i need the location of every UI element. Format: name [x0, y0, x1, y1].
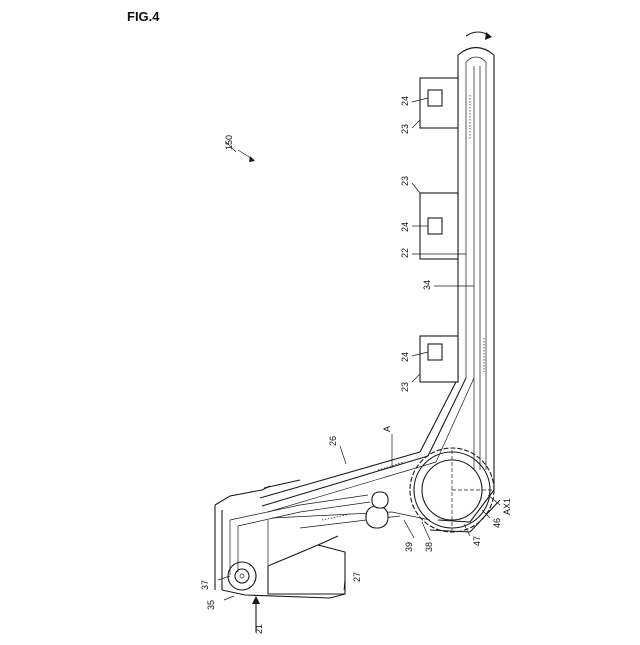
ref-27: 27 [352, 572, 362, 582]
tension-roller [366, 492, 388, 528]
ref-37: 37 [200, 580, 210, 590]
station-top [420, 78, 458, 128]
lower-pulley [228, 562, 256, 590]
ref-22: 22 [400, 248, 410, 258]
figure-title: FIG.4 [127, 9, 160, 24]
ref-39: 39 [404, 542, 414, 552]
ref-26: 26 [328, 436, 338, 446]
ref-23-top: 23 [400, 124, 410, 134]
drive-drum [410, 448, 494, 532]
ref-21: 21 [254, 624, 264, 634]
ref-24-top: 24 [400, 96, 410, 106]
ref-35: 35 [206, 600, 216, 610]
station-bottom [420, 336, 458, 382]
belt-hatching [322, 95, 484, 520]
ref-150: 150 [224, 135, 234, 150]
ref-23-bot: 23 [400, 382, 410, 392]
ref-46: 46 [492, 518, 502, 528]
conveyor-frame [215, 48, 500, 599]
ref-38: 38 [424, 542, 434, 552]
ref-A: A [382, 426, 392, 432]
hopper [268, 536, 345, 594]
ref-AX1: AX1 [502, 498, 512, 515]
ref-34: 34 [422, 280, 432, 290]
ref-47: 47 [472, 536, 482, 546]
ref-24-mid: 24 [400, 222, 410, 232]
ref-24-bot: 24 [400, 352, 410, 362]
ref-23-mid: 23 [400, 176, 410, 186]
reference-numerals: 150 24 23 23 24 22 34 24 23 26 A AX1 46 … [200, 96, 512, 634]
